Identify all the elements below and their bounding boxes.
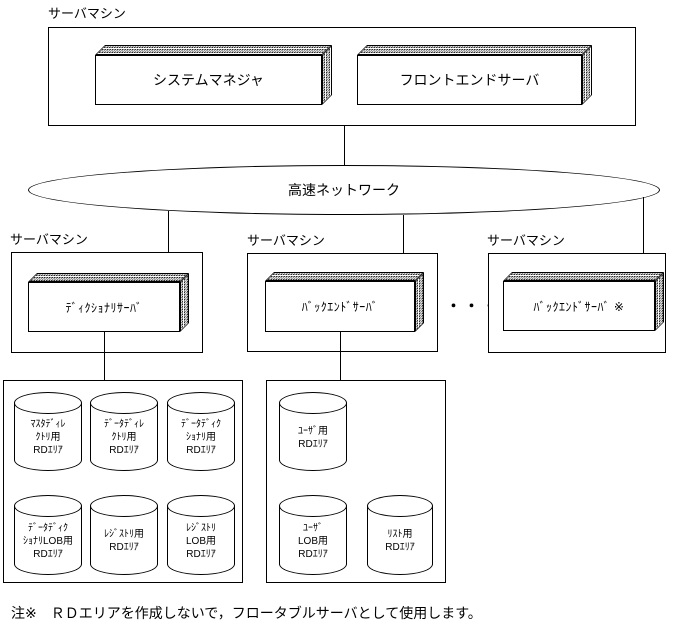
floatable-server-side-face bbox=[655, 272, 664, 331]
rd-area-line: ﾃﾞｰﾀﾃﾞｨｸ bbox=[28, 522, 68, 534]
cylinder-cap bbox=[167, 495, 235, 517]
system-manager-side-face bbox=[322, 45, 332, 105]
rd-area-label: ﾃﾞｰﾀﾃﾞｨﾚ ｸﾄﾘ用 RDｴﾘｱ bbox=[90, 406, 158, 469]
rd-area-line: ﾃﾞｰﾀﾃﾞｨｸ bbox=[181, 419, 221, 430]
cylinder-body bbox=[14, 403, 82, 471]
system-manager-top-face bbox=[95, 45, 332, 55]
rd-area-registry: ﾚｼﾞｽﾄﾘ用 RDｴﾘｱ bbox=[90, 495, 158, 575]
connector-network-to-dictionary bbox=[168, 211, 169, 252]
cylinder-body bbox=[90, 403, 158, 471]
floatable-server-front-face: ﾊﾞｯｸｴﾝﾄﾞｻｰﾊﾞ ※ bbox=[503, 281, 655, 331]
dictionary-server-top-face bbox=[28, 273, 189, 282]
rd-area-line: ﾃﾞｰﾀﾃﾞｨﾚ bbox=[104, 419, 144, 430]
rd-area-data-directory: ﾃﾞｰﾀﾃﾞｨﾚ ｸﾄﾘ用 RDｴﾘｱ bbox=[90, 392, 158, 471]
dictionary-server-side-face bbox=[180, 273, 189, 332]
cylinder-body bbox=[90, 506, 158, 575]
dictionary-server-label: ﾃﾞｨｸｼｮﾅﾘｻｰﾊﾞ bbox=[65, 300, 143, 315]
rd-area-line: RDｴﾘｱ bbox=[186, 445, 216, 456]
backend-server-label: ﾊﾞｯｸｴﾝﾄﾞｻｰﾊﾞ bbox=[301, 300, 379, 314]
front-end-server-node: フロントエンドサーバ bbox=[357, 45, 592, 105]
floatable-server-label: ﾊﾞｯｸｴﾝﾄﾞｻｰﾊﾞ ※ bbox=[533, 299, 625, 314]
backend-server-side-face bbox=[415, 272, 424, 332]
rd-area-line: RDｴﾘｱ bbox=[109, 445, 139, 456]
rd-area-line: RDｴﾘｱ bbox=[298, 548, 328, 560]
rd-area-line: RDｴﾘｱ bbox=[298, 438, 328, 450]
rd-area-data-dictionary: ﾃﾞｰﾀﾃﾞｨｸ ｼｮﾅﾘ用 RDｴﾘｱ bbox=[167, 392, 235, 471]
rd-area-line: ﾕｰｻﾞ用 bbox=[298, 425, 328, 437]
backend-machine-label: サーバマシン bbox=[247, 233, 325, 248]
cylinder-cap bbox=[14, 392, 82, 414]
rd-area-label: ﾘｽﾄ用 RDｴﾘｱ bbox=[367, 509, 433, 573]
rd-area-label: ﾃﾞｰﾀﾃﾞｨｸ ｼｮﾅﾘ用 RDｴﾘｱ bbox=[167, 406, 235, 469]
rd-area-label: ﾕｰｻﾞ用 RDｴﾘｱ bbox=[279, 406, 347, 469]
rd-area-line: LOB用 bbox=[297, 535, 328, 547]
cylinder-body bbox=[279, 506, 347, 575]
rd-area-line: ﾚｼﾞｽﾄﾘ bbox=[186, 522, 216, 534]
rd-area-label: ﾕｰｻﾞ LOB用 RDｴﾘｱ bbox=[279, 509, 347, 573]
cylinder-cap bbox=[90, 495, 158, 517]
rd-area-registry-lob: ﾚｼﾞｽﾄﾘ LOB用 RDｴﾘｱ bbox=[167, 495, 235, 575]
rd-area-master-directory: ﾏｽﾀﾃﾞｨﾚ ｸﾄﾘ用 RDｴﾘｱ bbox=[14, 392, 82, 471]
rd-area-line: ｸﾄﾘ用 bbox=[35, 432, 61, 443]
floatable-machine-label: サーバマシン bbox=[487, 233, 565, 248]
rd-area-label: ﾃﾞｰﾀﾃﾞｨｸ ｼｮﾅﾘLOB用 RDｴﾘｱ bbox=[14, 509, 82, 573]
rd-area-line: RDｴﾘｱ bbox=[186, 548, 216, 560]
rd-area-line: RDｴﾘｱ bbox=[385, 542, 415, 553]
system-manager-node: システムマネジャ bbox=[95, 45, 332, 105]
system-manager-label: システムマネジャ bbox=[153, 72, 264, 88]
high-speed-network-label: 高速ネットワーク bbox=[288, 182, 400, 198]
cylinder-cap bbox=[167, 392, 235, 414]
note-text: 注※ ＲＤエリアを作成しないで，フロータブルサーバとして使用します。 bbox=[11, 605, 482, 621]
dictionary-server-front-face: ﾃﾞｨｸｼｮﾅﾘｻｰﾊﾞ bbox=[28, 282, 180, 332]
cylinder-cap bbox=[279, 392, 347, 414]
backend-server-front-face: ﾊﾞｯｸｴﾝﾄﾞｻｰﾊﾞ bbox=[265, 281, 415, 332]
system-manager-front-face: システムマネジャ bbox=[95, 55, 322, 105]
front-end-server-side-face bbox=[582, 45, 592, 105]
connector-network-to-floatable bbox=[643, 197, 644, 253]
rd-area-label: ﾚｼﾞｽﾄﾘ LOB用 RDｴﾘｱ bbox=[167, 509, 235, 573]
cylinder-body bbox=[279, 403, 347, 471]
front-end-server-front-face: フロントエンドサーバ bbox=[357, 55, 582, 105]
rd-area-line: RDｴﾘｱ bbox=[33, 548, 63, 560]
rd-area-label: ﾏｽﾀﾃﾞｨﾚ ｸﾄﾘ用 RDｴﾘｱ bbox=[14, 406, 82, 469]
rd-area-user-lob: ﾕｰｻﾞ LOB用 RDｴﾘｱ bbox=[279, 495, 347, 575]
rd-area-line: RDｴﾘｱ bbox=[33, 445, 63, 456]
connector-backend-to-storage bbox=[340, 332, 341, 380]
cylinder-cap bbox=[90, 392, 158, 414]
rd-area-user: ﾕｰｻﾞ用 RDｴﾘｱ bbox=[279, 392, 347, 471]
front-end-server-label: フロントエンドサーバ bbox=[399, 72, 540, 88]
cylinder-body bbox=[14, 506, 82, 575]
connector-top-to-network bbox=[344, 126, 345, 165]
cylinder-cap bbox=[367, 495, 433, 517]
connector-network-to-backend bbox=[403, 215, 404, 253]
rd-area-line: LOB用 bbox=[185, 535, 216, 547]
cylinder-body bbox=[167, 506, 235, 575]
high-speed-network-ellipse: 高速ネットワーク bbox=[28, 165, 660, 215]
dictionary-server-node: ﾃﾞｨｸｼｮﾅﾘｻｰﾊﾞ bbox=[28, 273, 189, 332]
cylinder-body bbox=[367, 506, 433, 575]
dictionary-machine-label: サーバマシン bbox=[10, 232, 88, 247]
rd-area-line: ﾏｽﾀﾃﾞｨﾚ bbox=[30, 419, 66, 430]
ellipsis-dots: ・・・ bbox=[446, 298, 501, 315]
cylinder-body bbox=[167, 403, 235, 471]
rd-area-line: ﾘｽﾄ用 bbox=[387, 529, 413, 540]
backend-server-node: ﾊﾞｯｸｴﾝﾄﾞｻｰﾊﾞ bbox=[265, 272, 424, 332]
floatable-server-node: ﾊﾞｯｸｴﾝﾄﾞｻｰﾊﾞ ※ bbox=[503, 272, 664, 331]
rd-area-line: ﾚｼﾞｽﾄﾘ用 bbox=[104, 529, 144, 540]
cylinder-cap bbox=[14, 495, 82, 517]
rd-area-label: ﾚｼﾞｽﾄﾘ用 RDｴﾘｱ bbox=[90, 509, 158, 573]
rd-area-line: ｼｮﾅﾘLOB用 bbox=[22, 535, 73, 547]
rd-area-data-dictionary-lob: ﾃﾞｰﾀﾃﾞｨｸ ｼｮﾅﾘLOB用 RDｴﾘｱ bbox=[14, 495, 82, 575]
cylinder-cap bbox=[279, 495, 347, 517]
rd-area-line: ｸﾄﾘ用 bbox=[111, 432, 137, 443]
rd-area-line: ｼｮﾅﾘ用 bbox=[186, 432, 216, 443]
rd-area-line: RDｴﾘｱ bbox=[109, 542, 139, 553]
front-end-server-top-face bbox=[357, 45, 592, 55]
top-server-machine-label: サーバマシン bbox=[48, 6, 126, 21]
backend-server-top-face bbox=[265, 272, 424, 281]
rd-area-line: ﾕｰｻﾞ bbox=[303, 522, 323, 534]
connector-dictionary-to-storage bbox=[104, 332, 105, 380]
rd-area-list: ﾘｽﾄ用 RDｴﾘｱ bbox=[367, 495, 433, 575]
floatable-server-top-face bbox=[503, 272, 664, 281]
